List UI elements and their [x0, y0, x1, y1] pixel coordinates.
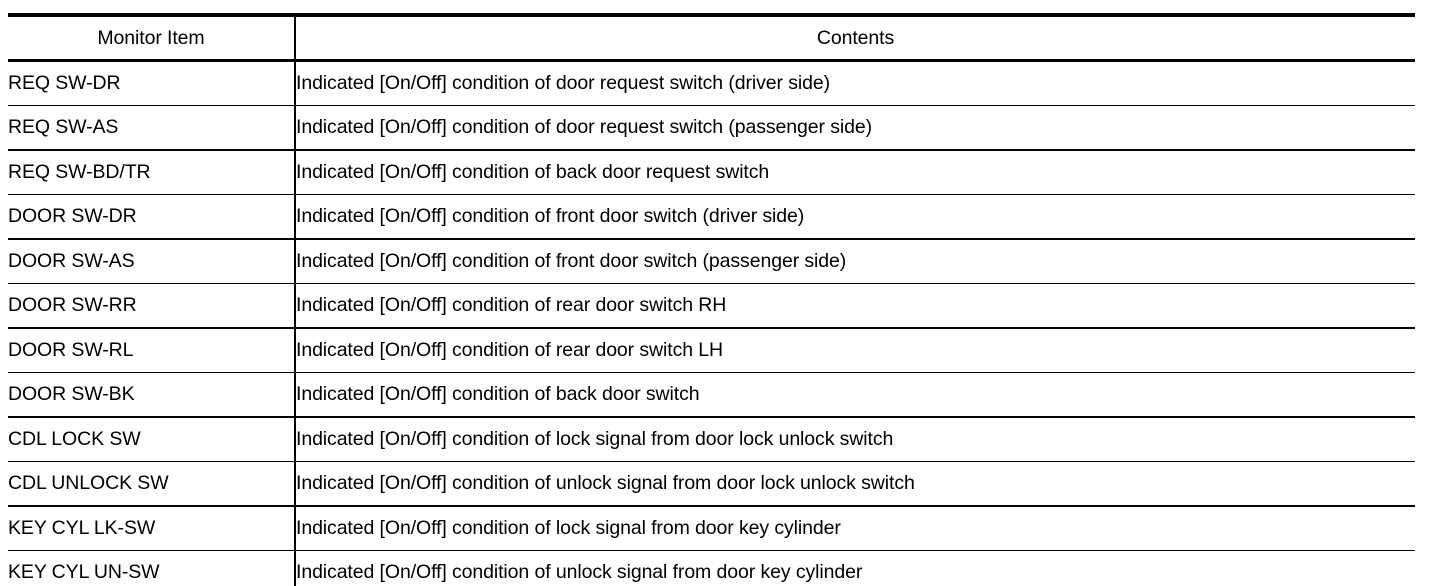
table-row: CDL UNLOCK SW Indicated [On/Off] conditi…	[8, 461, 1415, 506]
monitor-item-table: Monitor Item Contents REQ SW-DR Indicate…	[8, 13, 1415, 586]
table-row: DOOR SW-AS Indicated [On/Off] condition …	[8, 238, 1415, 284]
cell-monitor-item: KEY CYL UN-SW	[8, 550, 295, 586]
table-row: DOOR SW-RR Indicated [On/Off] condition …	[8, 283, 1415, 328]
cell-contents: Indicated [On/Off] condition of lock sig…	[294, 416, 1415, 462]
table-row: REQ SW-AS Indicated [On/Off] condition o…	[8, 105, 1415, 150]
cell-monitor-item: DOOR SW-DR	[8, 194, 295, 239]
cell-monitor-item: REQ SW-DR	[8, 72, 121, 95]
monitor-item-table-container: Monitor Item Contents REQ SW-DR Indicate…	[8, 13, 1415, 586]
cell-monitor-item: REQ SW-AS	[8, 105, 295, 150]
cell-contents: Indicated [On/Off] condition of unlock s…	[294, 461, 1415, 506]
cell-monitor-item: DOOR SW-AS	[8, 238, 295, 284]
cell-contents: Indicated [On/Off] condition of door req…	[294, 60, 1415, 106]
table-row: KEY CYL UN-SW Indicated [On/Off] conditi…	[8, 550, 1415, 586]
cell-monitor-item: CDL LOCK SW	[8, 416, 295, 462]
table-header-row: Monitor Item Contents	[8, 13, 1415, 62]
cell-monitor-item: REQ SW-BD/TR	[8, 149, 295, 195]
cell-contents: Indicated [On/Off] condition of front do…	[294, 194, 1415, 239]
column-header-monitor-item: Monitor Item	[8, 13, 295, 62]
column-header-contents: Contents	[294, 13, 1415, 62]
table-body: REQ SW-DR Indicated [On/Off] condition o…	[8, 60, 1415, 586]
table-row: CDL LOCK SW Indicated [On/Off] condition…	[8, 416, 1415, 462]
table-row: DOOR SW-BK Indicated [On/Off] condition …	[8, 372, 1415, 417]
table-header: Monitor Item Contents	[8, 13, 1415, 62]
cell-contents: Indicated [On/Off] condition of rear doo…	[294, 327, 1415, 373]
table-row: KEY CYL LK-SW Indicated [On/Off] conditi…	[8, 505, 1415, 551]
cell-contents: Indicated [On/Off] condition of unlock s…	[294, 550, 1415, 586]
cell-contents: Indicated [On/Off] condition of back doo…	[294, 149, 1415, 195]
table-row: REQ SW-DR Indicated [On/Off] condition o…	[8, 60, 1415, 106]
cell-contents: Indicated [On/Off] condition of back doo…	[294, 372, 1415, 417]
cell-monitor-item: CDL UNLOCK SW	[8, 461, 295, 506]
cell-contents: Indicated [On/Off] condition of rear doo…	[294, 283, 1415, 328]
cell-contents: Indicated [On/Off] condition of front do…	[294, 238, 1415, 284]
table-row: REQ SW-BD/TR Indicated [On/Off] conditio…	[8, 149, 1415, 195]
table-row: DOOR SW-RL Indicated [On/Off] condition …	[8, 327, 1415, 373]
cell-monitor-item: KEY CYL LK-SW	[8, 505, 295, 551]
cell-contents: Indicated [On/Off] condition of door req…	[294, 105, 1415, 150]
table-row: DOOR SW-DR Indicated [On/Off] condition …	[8, 194, 1415, 239]
cell-monitor-item: DOOR SW-BK	[8, 372, 295, 417]
cell-contents: Indicated [On/Off] condition of lock sig…	[294, 505, 1415, 551]
cell-monitor-item: DOOR SW-RL	[8, 327, 295, 373]
cell-monitor-item: DOOR SW-RR	[8, 283, 295, 328]
